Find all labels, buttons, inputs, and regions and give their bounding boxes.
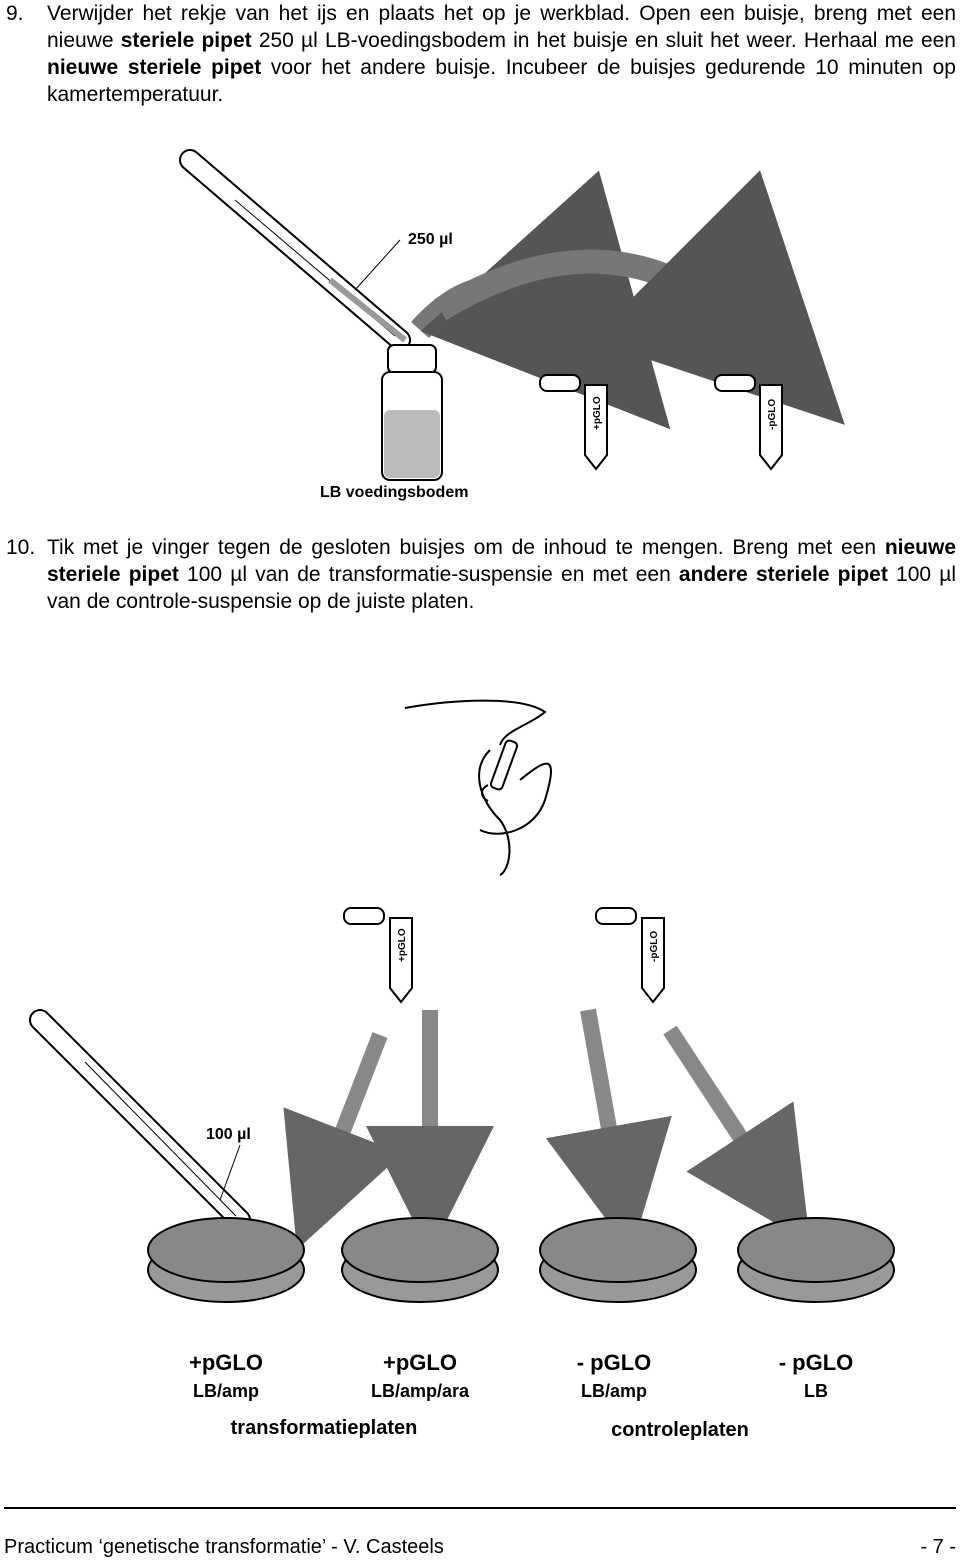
text-run: voor het andere buisje. Incubeer de buis… xyxy=(47,56,956,106)
volume-label: 250 µl xyxy=(408,231,453,248)
tube-label: -pGLO xyxy=(767,399,778,430)
group-label-control: controleplaten xyxy=(611,1419,749,1441)
step-number: 10. xyxy=(6,536,36,559)
figure-plating: +pGLO -pGLO 100 µl +pGLO LB/amp +pGLO LB… xyxy=(29,699,895,1441)
step-text: Verwijder het rekje van het ijs en plaat… xyxy=(47,0,956,108)
bold-run: andere steriele pipet xyxy=(678,563,888,586)
petri-plate-2 xyxy=(341,1217,499,1303)
plate-plasmid-label: - pGLO xyxy=(577,1350,652,1375)
page-number: - 7 - xyxy=(920,1536,956,1558)
bold-run: steriele pipet xyxy=(120,29,252,52)
tube-label: +pGLO xyxy=(592,396,603,430)
footer: Practicum ‘genetische transformatie’ - V… xyxy=(4,1536,956,1559)
arrow-icon xyxy=(433,170,845,425)
plate-medium-label: LB/amp xyxy=(581,1381,647,1401)
plate-plasmid-label: +pGLO xyxy=(383,1350,457,1375)
tube-label: +pGLO xyxy=(397,928,408,962)
figure-pipet-lb-transfer: 250 µl LB voedingsbodem +pGLO -pGLO xyxy=(179,149,845,501)
footer-title: Practicum ‘genetische transformatie’ - V… xyxy=(4,1536,444,1558)
text-run: 100 µl van de controle-suspensie op de j… xyxy=(47,563,956,613)
bold-run: nieuwe steriele pipet xyxy=(47,536,956,586)
tube-label: -pGLO xyxy=(649,931,660,962)
tube-minus-pglo-icon: -pGLO xyxy=(714,374,783,471)
text-run: Verwijder het rekje van het ijs en plaat… xyxy=(47,2,956,52)
text-run: 250 µl LB-voedingsbodem in het buisje en… xyxy=(251,29,956,52)
step-10-paragraph: 10. Tik met je vinger tegen de gesloten … xyxy=(0,534,956,615)
plate-plasmid-label: +pGLO xyxy=(189,1350,263,1375)
pipet-icon xyxy=(29,1009,251,1231)
step-9-paragraph: 9. Verwijder het rekje van het ijs en pl… xyxy=(0,0,956,108)
text-run: Tik met je vinger tegen de gesloten buis… xyxy=(47,536,885,559)
plate-medium-label: LB/amp/ara xyxy=(371,1381,470,1401)
petri-plate-1 xyxy=(147,1217,305,1303)
group-label-transformation: transformatieplaten xyxy=(231,1417,418,1439)
plate-medium-label: LB/amp xyxy=(193,1381,259,1401)
tube-minus-pglo-icon: -pGLO xyxy=(595,907,665,1004)
petri-plate-4 xyxy=(737,1217,895,1303)
plate-medium-label: LB xyxy=(804,1381,828,1401)
plate-plasmid-label: - pGLO xyxy=(779,1350,854,1375)
tube-plus-pglo-icon: +pGLO xyxy=(343,907,413,1004)
volume-label: 100 µl xyxy=(206,1126,251,1143)
bottle-label: LB voedingsbodem xyxy=(320,484,468,501)
footer-divider xyxy=(4,1507,956,1509)
petri-plate-3 xyxy=(539,1217,697,1303)
pipet-icon xyxy=(179,149,411,351)
step-number: 9. xyxy=(6,2,24,25)
text-run: 100 µl van de transformatie-suspensie en… xyxy=(178,563,679,586)
arrow-icon xyxy=(283,1008,811,1254)
lb-bottle-icon xyxy=(381,344,443,481)
tube-plus-pglo-icon: +pGLO xyxy=(539,374,608,471)
hand-flicking-tube-icon xyxy=(404,699,552,876)
bold-run: nieuwe steriele pipet xyxy=(47,56,262,79)
step-text: Tik met je vinger tegen de gesloten buis… xyxy=(47,534,956,615)
